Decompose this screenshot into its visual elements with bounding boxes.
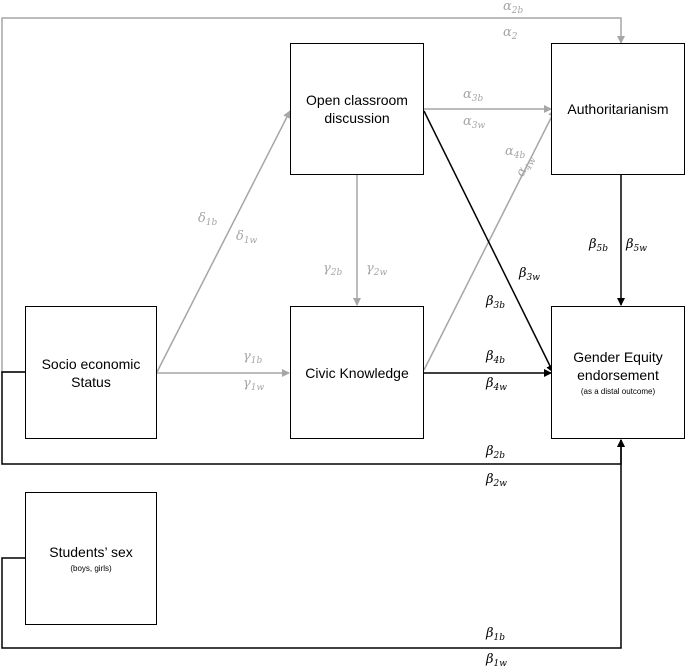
label-alpha-3b-subscript: 3b	[471, 94, 484, 104]
label-gamma-2w-symbol: γ	[366, 261, 374, 276]
label-beta-5w-symbol: β	[626, 237, 634, 252]
label-beta-1b: β1b	[486, 627, 505, 645]
node-open-classroom-discussion-label: Open classroom discussion	[306, 92, 408, 126]
label-gamma-1w: γ1w	[243, 377, 264, 395]
label-beta-2b-symbol: β	[486, 444, 494, 459]
node-gender-equity-endorsement: Gender Equity endorsement (as a distal o…	[551, 306, 685, 439]
label-delta-1b-subscript: 1b	[205, 218, 218, 228]
node-civic-knowledge-label: Civic Knowledge	[305, 364, 409, 381]
label-beta-3b-subscript: 3b	[493, 301, 506, 311]
label-beta-1b-subscript: 1b	[493, 633, 506, 643]
label-gamma-2b-symbol: γ	[323, 261, 331, 276]
label-alpha-2b: α2b	[503, 0, 523, 18]
node-socio-economic-status-label: Socio economic Status	[41, 355, 141, 390]
label-beta-4w: β4w	[486, 377, 507, 395]
label-gamma-1b-symbol: γ	[243, 349, 251, 364]
label-delta-1b-symbol: δ	[198, 211, 206, 226]
label-gamma-2b: γ2b	[323, 262, 342, 280]
label-beta-1w: β1w	[486, 653, 507, 671]
label-beta-1w-subscript: 1w	[493, 659, 507, 669]
label-beta-4b-symbol: β	[486, 349, 494, 364]
label-beta-4w-subscript: 4w	[493, 383, 507, 393]
label-gamma-2w-subscript: 2w	[373, 268, 388, 278]
label-beta-3w: β3w	[519, 267, 540, 285]
label-beta-1w-symbol: β	[486, 652, 494, 667]
label-beta-2w-subscript: 2w	[493, 479, 507, 489]
label-beta-3b: β3b	[486, 295, 505, 313]
label-alpha-4b: α4b	[505, 145, 525, 163]
path-sex-to-gender-equity	[1, 439, 625, 649]
path-open-classroom-to-gender-equity	[423, 110, 554, 373]
label-delta-1w: δ1w	[236, 230, 257, 248]
node-open-classroom-discussion: Open classroom discussion	[290, 43, 424, 175]
label-alpha-4b-symbol: α	[505, 144, 514, 159]
label-beta-4b: β4b	[486, 350, 505, 368]
label-alpha-2-subscript: 2	[511, 32, 518, 42]
label-delta-1w-symbol: δ	[236, 229, 244, 244]
label-beta-3w-subscript: 3w	[526, 273, 540, 283]
label-beta-5w: β5w	[626, 238, 647, 256]
label-beta-5b: β5b	[589, 238, 608, 256]
node-civic-knowledge: Civic Knowledge	[290, 306, 424, 439]
label-alpha-3w: α3w	[463, 115, 485, 133]
label-beta-2b: β2b	[486, 445, 505, 463]
node-students-sex: Students’ sex (boys, girls)	[25, 492, 157, 625]
label-alpha-3w-subscript: 3w	[471, 121, 486, 131]
label-gamma-1b-subscript: 1b	[250, 356, 263, 366]
label-beta-3b-symbol: β	[486, 294, 494, 309]
label-beta-5w-subscript: 5w	[633, 244, 647, 254]
label-alpha-3b: α3b	[463, 88, 483, 106]
label-delta-1w-subscript: 1w	[243, 236, 258, 246]
label-beta-5b-symbol: β	[589, 237, 597, 252]
label-beta-4w-symbol: β	[486, 376, 494, 391]
node-gender-equity-endorsement-label: Gender Equity endorsement	[573, 349, 663, 383]
label-gamma-1w-subscript: 1w	[250, 383, 265, 393]
label-beta-2b-subscript: 2b	[493, 451, 506, 461]
label-beta-2w-symbol: β	[486, 472, 494, 487]
path-civic-knowledge-to-authoritarianism	[423, 109, 556, 371]
label-gamma-1w-symbol: γ	[243, 376, 251, 391]
label-beta-4b-subscript: 4b	[493, 356, 506, 366]
label-beta-3w-symbol: β	[519, 266, 527, 281]
path-ses-to-open-classroom	[156, 110, 291, 373]
label-gamma-1b: γ1b	[243, 350, 262, 368]
node-authoritarianism-label: Authoritarianism	[567, 101, 669, 117]
label-gamma-2b-subscript: 2b	[330, 268, 343, 278]
label-alpha-2: α2	[503, 26, 518, 44]
label-delta-1b: δ1b	[198, 212, 217, 230]
label-alpha-3b-symbol: α	[463, 87, 472, 102]
label-beta-1b-symbol: β	[486, 626, 494, 641]
label-beta-5b-subscript: 5b	[596, 244, 609, 254]
label-alpha-2-symbol: α	[503, 25, 512, 40]
label-alpha-2b-symbol: α	[503, 0, 512, 14]
node-gender-equity-endorsement-note: (as a distal outcome)	[580, 387, 656, 396]
label-alpha-2b-subscript: 2b	[511, 6, 524, 16]
node-socio-economic-status: Socio economic Status	[25, 306, 157, 439]
label-alpha-3w-symbol: α	[463, 114, 472, 129]
label-alpha-4b-subscript: 4b	[513, 151, 526, 161]
node-students-sex-note: (boys, girls)	[70, 564, 112, 573]
node-students-sex-label: Students’ sex	[49, 544, 133, 560]
label-gamma-2w: γ2w	[366, 262, 387, 280]
node-authoritarianism: Authoritarianism	[551, 43, 685, 175]
label-beta-2w: β2w	[486, 473, 507, 491]
